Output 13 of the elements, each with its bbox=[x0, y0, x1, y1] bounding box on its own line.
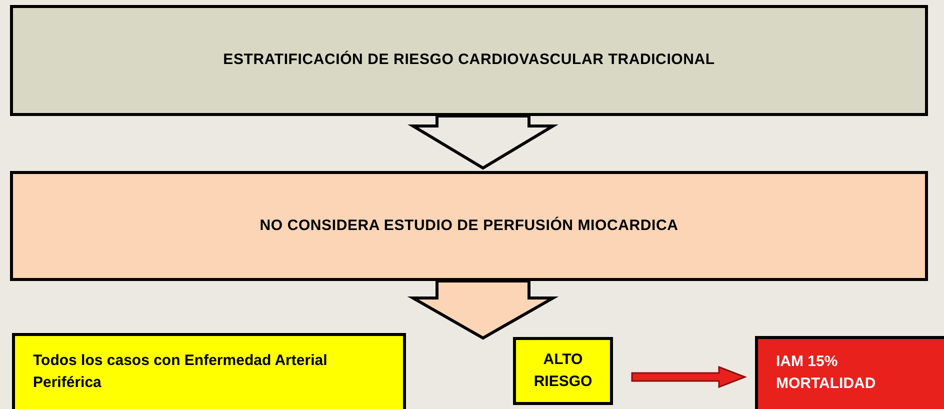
box-text: ALTO RIESGO bbox=[532, 350, 594, 392]
box-text: NO CONSIDERA ESTUDIO DE PERFUSIÓN MIOCARDICA bbox=[260, 216, 678, 236]
process-box bbox=[513, 337, 613, 405]
process-box bbox=[12, 333, 406, 409]
block-arrow bbox=[408, 114, 558, 170]
block-arrow bbox=[407, 280, 559, 340]
block-arrow bbox=[631, 366, 748, 388]
process-box bbox=[755, 336, 944, 409]
process-box bbox=[10, 5, 928, 116]
box-text: ESTRATIFICACIÓN DE RIESGO CARDIOVASCULAR TRADICIONAL bbox=[223, 50, 715, 70]
box-text: IAM 15% MORTALIDAD bbox=[776, 352, 877, 394]
process-box bbox=[10, 171, 928, 281]
box-text: Todos los casos con Enfermedad Arterial Periférica bbox=[33, 351, 328, 393]
